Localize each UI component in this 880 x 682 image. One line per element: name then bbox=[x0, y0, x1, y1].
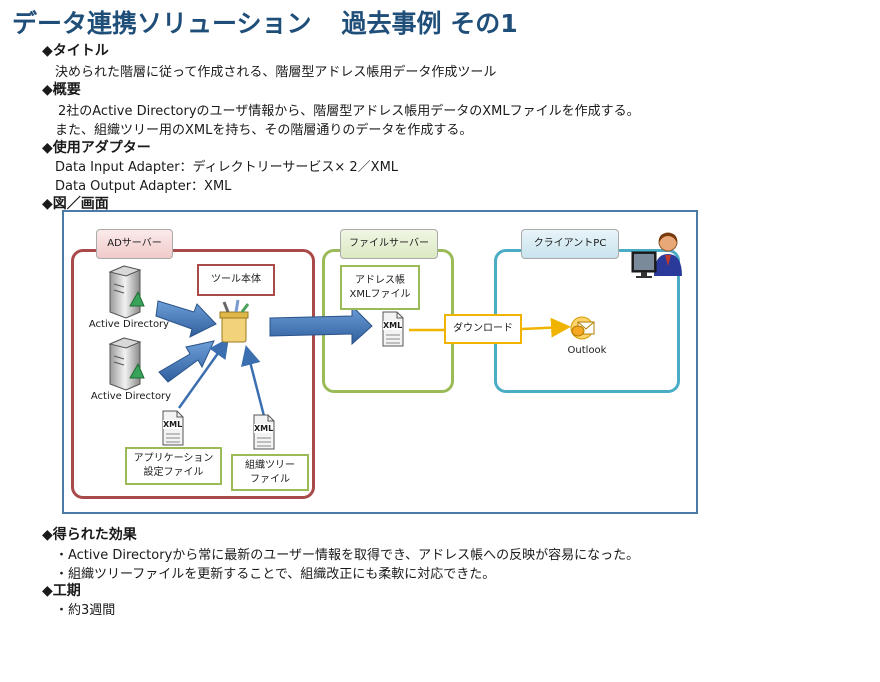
arrow-ad2-to-tool bbox=[158, 340, 215, 383]
download-box: ダウンロード bbox=[444, 314, 522, 344]
section-adapter-line2: Data Output Adapter：XML bbox=[55, 179, 232, 194]
outlook-label: Outlook bbox=[567, 345, 607, 356]
tool-body-label: ツール本体 bbox=[211, 274, 261, 285]
address-xml-box: アドレス帳 XMLファイル bbox=[340, 265, 420, 310]
server-icon bbox=[108, 337, 145, 391]
active-directory-label-1: Active Directory bbox=[88, 319, 170, 330]
arrow-config-to-tool bbox=[177, 337, 229, 409]
xml-tag-label: XML bbox=[254, 424, 274, 433]
tool-body-box: ツール本体 bbox=[197, 264, 275, 296]
app-config-box: アプリケーション 設定ファイル bbox=[125, 447, 222, 485]
arrow-tool-to-fileserver bbox=[269, 304, 373, 346]
ad-server-tab: ADサーバー bbox=[96, 229, 173, 259]
xml-file-icon: XML bbox=[253, 414, 275, 454]
outlook-icon bbox=[570, 316, 595, 340]
section-title-text: 決められた階層に従って作成される、階層型アドレス帳用データ作成ツール bbox=[55, 65, 497, 80]
section-adapter-header: ◆使用アダプター bbox=[42, 140, 151, 156]
app-config-line1: アプリケーション bbox=[133, 453, 214, 464]
download-label: ダウンロード bbox=[453, 323, 513, 334]
section-adapter-line1: Data Input Adapter：ディレクトリーサービス× 2／XML bbox=[55, 160, 399, 175]
org-tree-box: 組織ツリー ファイル bbox=[231, 454, 309, 491]
section-effect-line2: ・組織ツリーファイルを更新することで、組織改正にも柔軟に対応できた。 bbox=[55, 567, 496, 582]
page-title-sub: 過去事例 その1 bbox=[341, 9, 518, 38]
client-pc-tab: クライアントPC bbox=[521, 229, 619, 259]
address-xml-line1: アドレス帳 bbox=[355, 274, 405, 286]
section-overview-header: ◆概要 bbox=[42, 82, 81, 98]
xml-tag-label: XML bbox=[383, 321, 403, 330]
section-figure-header: ◆図／画面 bbox=[42, 196, 109, 212]
arrow-download-to-outlook bbox=[521, 317, 571, 338]
section-overview-line2: また、組織ツリー用のXMLを持ち、その階層通りのデータを作成する。 bbox=[55, 123, 473, 138]
page-title-main: データ連携ソリューション bbox=[12, 9, 312, 38]
section-effect-header: ◆得られた効果 bbox=[42, 527, 137, 543]
toolbox-icon bbox=[219, 299, 250, 343]
page-title: データ連携ソリューション過去事例 その1 bbox=[12, 4, 518, 40]
address-xml-line2: XMLファイル bbox=[349, 288, 411, 300]
system-diagram: ADサーバー ファイルサーバー クライアントPC bbox=[62, 210, 698, 514]
ad-server-group bbox=[71, 249, 315, 499]
org-tree-line1: 組織ツリー bbox=[245, 459, 295, 471]
section-overview-line1: 2社のActive Directoryのユーザ情報から、階層型アドレス帳用データ… bbox=[58, 104, 640, 119]
active-directory-label-2: Active Directory bbox=[90, 391, 172, 402]
app-config-line2: 設定ファイル bbox=[143, 467, 204, 478]
diagram-arrows bbox=[108, 232, 682, 417]
file-server-tab: ファイルサーバー bbox=[340, 229, 438, 259]
user-pc-icon bbox=[631, 232, 682, 278]
arrow-orgtree-to-tool bbox=[241, 345, 266, 417]
section-effect-line1: ・Active Directoryから常に最新のユーザー情報を取得でき、アドレス… bbox=[55, 548, 640, 563]
org-tree-line2: ファイル bbox=[250, 473, 290, 485]
arrow-ad1-to-tool bbox=[155, 300, 217, 338]
section-title-header: ◆タイトル bbox=[42, 43, 109, 59]
xml-file-icon: XML bbox=[382, 311, 404, 351]
xml-tag-label: XML bbox=[163, 420, 183, 429]
xml-file-icon: XML bbox=[162, 410, 184, 450]
section-period-header: ◆工期 bbox=[42, 583, 81, 599]
server-icon bbox=[108, 265, 145, 319]
section-period-line1: ・約3週間 bbox=[55, 603, 116, 618]
